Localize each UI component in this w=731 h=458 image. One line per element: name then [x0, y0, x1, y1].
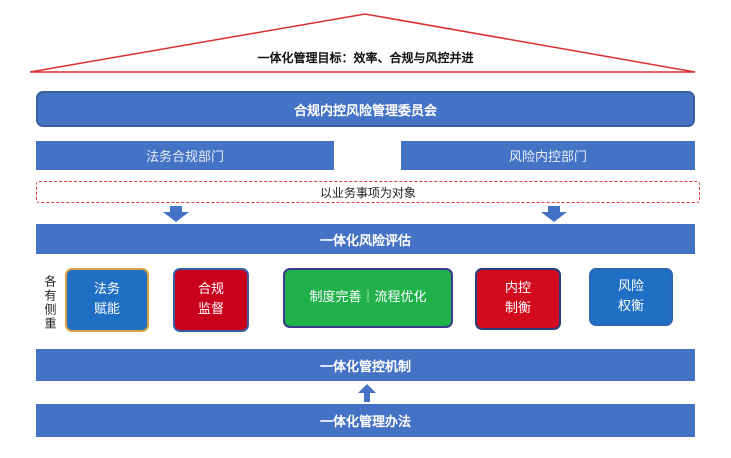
integrated-risk-assessment-bar: 一体化风险评估: [36, 224, 695, 254]
business-object-bar: 以业务事项为对象: [36, 181, 700, 203]
management-goal-title: 一体化管理目标：效率、合规与风控并进: [257, 51, 474, 65]
integrated-management-method-bar: 一体化管理办法: [36, 404, 695, 437]
down-arrow-icon: [541, 206, 567, 222]
roof-triangle: [29, 13, 696, 73]
legal-empowerment-box: 法务 赋能: [65, 268, 149, 332]
risk-balance-box: 风险 权衡: [589, 268, 673, 326]
compliance-supervision-box: 合规 监督: [173, 268, 249, 332]
system-process-box: 制度完善｜流程优化: [283, 268, 453, 328]
integrated-control-mechanism-bar: 一体化管控机制: [36, 349, 695, 381]
committee-bar: 合规内控风险管理委员会: [36, 91, 695, 127]
legal-compliance-department: 法务合规部门: [36, 141, 334, 170]
down-arrow-icon: [163, 206, 189, 222]
side-focus-label: 各有侧重: [43, 275, 57, 331]
up-arrow-icon: [358, 384, 376, 402]
risk-control-department: 风险内控部门: [401, 141, 695, 170]
internal-control-box: 内控 制衡: [475, 268, 561, 330]
